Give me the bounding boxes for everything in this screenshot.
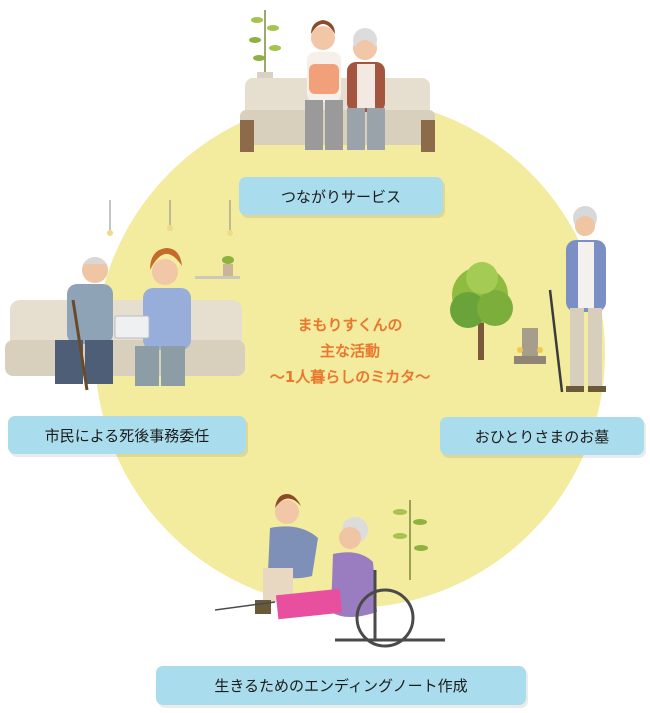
center-line-1: まもりすくんの (297, 316, 403, 334)
label-ending-note[interactable]: 生きるためのエンディングノート作成 (156, 666, 526, 705)
center-line-3: 〜1人暮らしのミカタ〜 (269, 368, 431, 386)
center-line-2: 主な活動 (319, 342, 380, 360)
ending-note-illustration (215, 490, 455, 660)
label-single-grave[interactable]: おひとりさまのお墓 (440, 417, 644, 455)
label-posthumous-affairs[interactable]: 市民による死後事務委任 (8, 416, 246, 454)
consultation-illustration (5, 200, 245, 392)
label-connection-service[interactable]: つながりサービス (239, 177, 443, 215)
sofa-illustration (235, 0, 435, 165)
grave-illustration (440, 200, 635, 400)
center-title: まもりすくんの 主な活動 〜1人暮らしのミカタ〜 (200, 312, 500, 390)
